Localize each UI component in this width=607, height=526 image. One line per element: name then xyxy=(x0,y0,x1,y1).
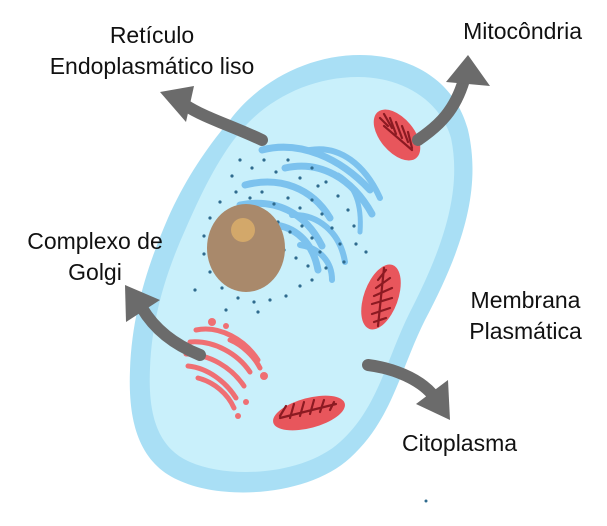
nucleolus xyxy=(231,218,255,242)
arrow-mitochondria xyxy=(412,55,490,146)
label-mitochondria-line1: Mitocôndria xyxy=(463,18,582,44)
arrow-smooth-er xyxy=(160,86,268,146)
mitochondrion-bottom xyxy=(273,395,345,431)
label-smooth-er: Retículo Endoplasmático liso xyxy=(27,20,277,82)
label-cytoplasm: Citoplasma xyxy=(402,428,562,459)
nucleus xyxy=(207,204,285,292)
arrow-golgi xyxy=(125,285,206,361)
label-membrane-line2: Plasmática xyxy=(469,318,582,344)
label-membrane: Membrana Plasmática xyxy=(448,285,603,347)
mitochondrion-middle xyxy=(361,264,401,330)
cytoplasm xyxy=(149,77,455,473)
label-cytoplasm-line1: Citoplasma xyxy=(402,430,518,456)
stray-dot xyxy=(424,499,428,503)
er-ribosome-dots xyxy=(193,158,368,314)
golgi-vesicles xyxy=(208,318,268,419)
label-mitochondria: Mitocôndria xyxy=(400,16,582,47)
arrow-cytoplasm xyxy=(362,359,450,420)
label-smooth-er-line1: Retículo xyxy=(109,22,195,48)
label-smooth-er-line2: Endoplasmático liso xyxy=(49,53,255,79)
label-golgi-line2: Golgi xyxy=(68,259,122,285)
mitochondrion-top xyxy=(373,109,421,161)
label-golgi: Complexo de Golgi xyxy=(10,226,180,288)
label-golgi-line1: Complexo de xyxy=(27,228,163,254)
label-membrane-line1: Membrana xyxy=(470,287,581,313)
